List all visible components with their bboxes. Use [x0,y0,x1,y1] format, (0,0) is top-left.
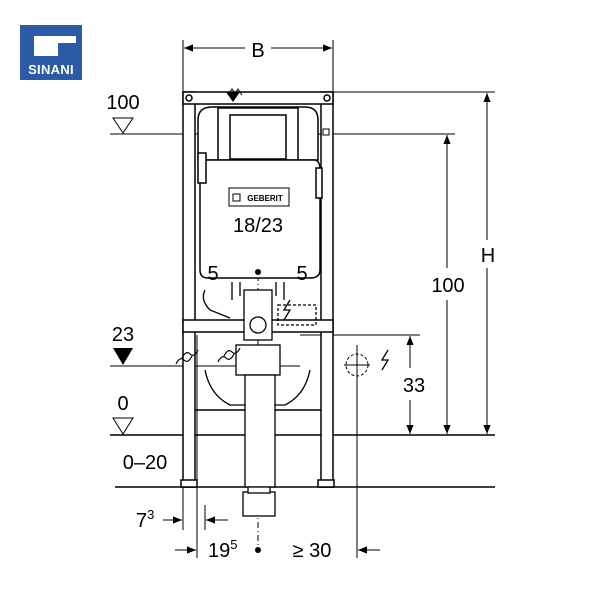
offset-right-label: 5 [296,263,307,285]
drain-assembly [202,282,317,517]
level-top-label: 100 [106,92,139,114]
bottom-7-label: 73 [136,507,154,532]
height-label: H [481,245,495,267]
brand-plate: GEBERIT [247,194,283,203]
top-arrow-icon [226,92,240,102]
sinani-logo: SINANI [20,25,82,80]
electric-icon [282,299,292,321]
level-floor-label: 0 [117,393,128,415]
water-supply-icon [175,347,241,365]
center-dot [255,547,261,553]
logo-shape [58,43,76,57]
width-label: B [251,40,264,62]
logo-text: SINANI [28,62,74,77]
floor-range-label: 0–20 [123,452,168,474]
cistern [197,106,330,279]
min-clearance-label: ≥ 30 [293,540,332,562]
level-markers [112,117,134,435]
installation-frame [180,91,335,488]
spacing-label: 18/23 [233,215,283,237]
socket-icon [344,349,390,377]
offset-left-label: 5 [207,263,218,285]
bottom-19-label: 195 [208,537,237,562]
height-33-label: 33 [403,375,425,397]
level-connection-label: 23 [112,324,134,346]
geberit-logo-icon [232,193,241,202]
center-marker [255,269,261,275]
height-100-label: 100 [431,275,464,297]
